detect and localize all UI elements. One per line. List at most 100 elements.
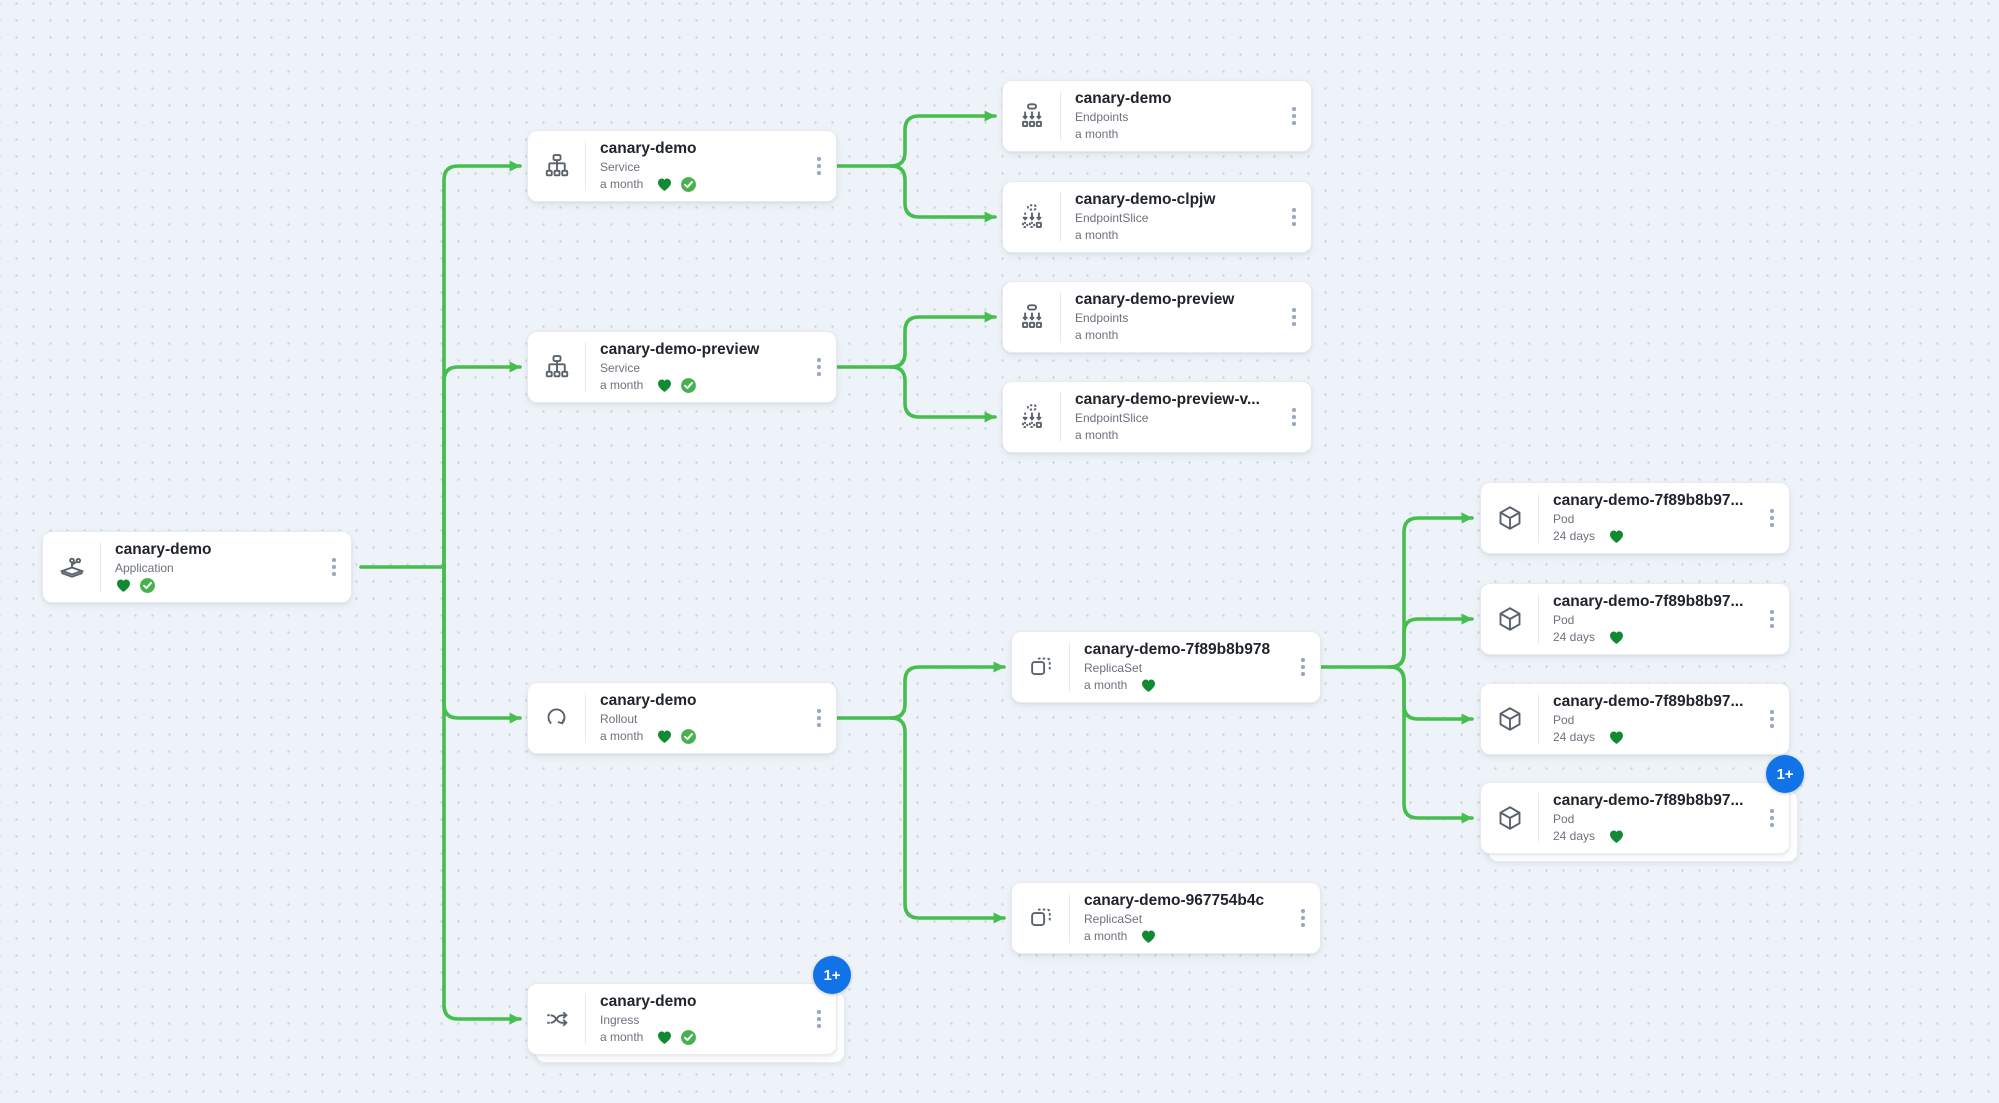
divider	[585, 994, 586, 1044]
node-pod-4[interactable]: 1+ canary-demo-7f89b8b97... Pod 24 days	[1480, 755, 1804, 854]
divider	[1069, 893, 1070, 943]
node-kind: EndpointSlice	[1075, 210, 1149, 225]
node-age: a month	[1075, 428, 1119, 442]
divider	[100, 542, 101, 592]
sync-check-icon	[680, 377, 697, 394]
collapsed-count-badge[interactable]: 1+	[1766, 755, 1804, 793]
divider	[1538, 694, 1539, 744]
node-age: 24 days	[1553, 730, 1596, 744]
node-title: canary-demo-967754b4c	[1084, 891, 1265, 909]
sync-check-icon	[680, 728, 697, 745]
node-age: a month	[600, 1030, 644, 1044]
node-menu-button[interactable]	[802, 683, 836, 753]
node-menu-button[interactable]	[1286, 883, 1320, 953]
divider	[1538, 793, 1539, 843]
node-title: canary-demo	[600, 992, 697, 1010]
node-kind: ReplicaSet	[1084, 660, 1143, 675]
divider	[585, 693, 586, 743]
node-menu-button[interactable]	[802, 131, 836, 201]
node-kind: Pod	[1553, 712, 1575, 727]
node-menu-button[interactable]	[1277, 182, 1311, 252]
health-heart-icon	[1608, 729, 1625, 746]
node-endpoints-canary-demo[interactable]: canary-demo Endpoints a month	[1002, 80, 1312, 152]
node-pod-1[interactable]: canary-demo-7f89b8b97... Pod 24 days	[1480, 482, 1790, 554]
node-age: 24 days	[1553, 529, 1596, 543]
node-application-canary-demo[interactable]: canary-demo Application	[42, 531, 352, 603]
node-pod-3[interactable]: canary-demo-7f89b8b97... Pod 24 days	[1480, 683, 1790, 755]
health-heart-icon	[1608, 828, 1625, 845]
node-menu-button[interactable]	[1277, 282, 1311, 352]
node-age: a month	[600, 729, 644, 743]
node-title: canary-demo-7f89b8b97...	[1553, 692, 1744, 710]
node-endpointslice-canary-demo-clpjw[interactable]: canary-demo-clpjw EndpointSlice a month	[1002, 181, 1312, 253]
node-title: canary-demo	[115, 540, 212, 558]
pod-icon	[1481, 684, 1538, 754]
node-kind: Pod	[1553, 612, 1575, 627]
sync-check-icon	[139, 577, 156, 594]
node-menu-button[interactable]	[1755, 684, 1789, 754]
node-menu-button[interactable]	[1277, 81, 1311, 151]
node-title: canary-demo-7f89b8b978	[1084, 640, 1271, 658]
node-pod-2[interactable]: canary-demo-7f89b8b97... Pod 24 days	[1480, 583, 1790, 655]
replicaset-icon	[1012, 883, 1069, 953]
node-menu-button[interactable]	[802, 332, 836, 402]
node-age: a month	[600, 378, 644, 392]
node-kind: Pod	[1553, 511, 1575, 526]
node-menu-button[interactable]	[1755, 783, 1789, 853]
node-menu-button[interactable]	[1755, 584, 1789, 654]
divider	[1538, 594, 1539, 644]
pod-icon	[1481, 584, 1538, 654]
health-heart-icon	[656, 176, 673, 193]
node-replicaset-canary-demo-967754b4c[interactable]: canary-demo-967754b4c ReplicaSet a month	[1011, 882, 1321, 954]
node-kind: Pod	[1553, 811, 1575, 826]
node-kind: Ingress	[600, 1012, 640, 1027]
rollout-icon	[528, 683, 585, 753]
node-rollout-canary-demo[interactable]: canary-demo Rollout a month	[527, 682, 837, 754]
divider	[1060, 392, 1061, 442]
node-age: a month	[1075, 328, 1119, 342]
node-title: canary-demo	[600, 139, 697, 157]
node-menu-button[interactable]	[1286, 632, 1320, 702]
service-icon	[528, 131, 585, 201]
node-kind: EndpointSlice	[1075, 410, 1149, 425]
pod-icon	[1481, 783, 1538, 853]
node-service-canary-demo[interactable]: canary-demo Service a month	[527, 130, 837, 202]
health-heart-icon	[1608, 528, 1625, 545]
endpointslice-icon	[1003, 182, 1060, 252]
node-replicaset-canary-demo-7f89b8b978[interactable]: canary-demo-7f89b8b978 ReplicaSet a mont…	[1011, 631, 1321, 703]
ingress-icon	[528, 984, 585, 1054]
divider	[1060, 91, 1061, 141]
node-endpoints-canary-demo-preview[interactable]: canary-demo-preview Endpoints a month	[1002, 281, 1312, 353]
collapsed-count-badge[interactable]: 1+	[813, 956, 851, 994]
divider	[585, 342, 586, 392]
node-age: a month	[1075, 228, 1119, 242]
node-kind: Service	[600, 159, 641, 174]
health-heart-icon	[115, 577, 132, 594]
node-age: a month	[1075, 127, 1119, 141]
node-title: canary-demo-7f89b8b97...	[1553, 791, 1744, 809]
node-menu-button[interactable]	[317, 532, 351, 602]
node-menu-button[interactable]	[1755, 483, 1789, 553]
node-endpointslice-canary-demo-preview[interactable]: canary-demo-preview-v... EndpointSlice a…	[1002, 381, 1312, 453]
replicaset-icon	[1012, 632, 1069, 702]
node-service-canary-demo-preview[interactable]: canary-demo-preview Service a month	[527, 331, 837, 403]
divider	[585, 141, 586, 191]
node-ingress-canary-demo[interactable]: 1+ canary-demo Ingress a month	[527, 956, 851, 1055]
node-age: 24 days	[1553, 829, 1596, 843]
node-age: a month	[600, 177, 644, 191]
node-title: canary-demo	[1075, 89, 1172, 107]
node-kind: Endpoints	[1075, 310, 1129, 325]
node-age: 24 days	[1553, 630, 1596, 644]
node-title: canary-demo-clpjw	[1075, 190, 1216, 208]
node-title: canary-demo-preview	[600, 340, 760, 358]
node-kind: Endpoints	[1075, 109, 1129, 124]
node-title: canary-demo	[600, 691, 697, 709]
pod-icon	[1481, 483, 1538, 553]
node-menu-button[interactable]	[802, 984, 836, 1054]
node-kind: ReplicaSet	[1084, 911, 1143, 926]
divider	[1060, 292, 1061, 342]
node-menu-button[interactable]	[1277, 382, 1311, 452]
sync-check-icon	[680, 176, 697, 193]
